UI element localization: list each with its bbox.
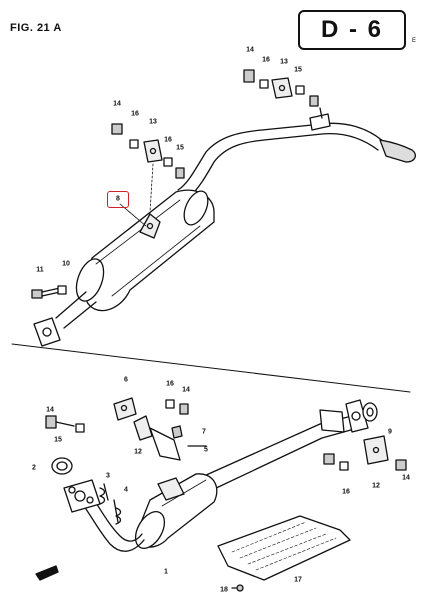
callout-label: 14 [46, 406, 54, 414]
callout-label: 16 [262, 56, 270, 64]
hanger-bracket-left [113, 397, 207, 461]
callout-label: 5 [204, 446, 208, 454]
hanger-bolt-left [31, 285, 67, 299]
callout-label: 12 [372, 482, 380, 490]
mount-stack-center [111, 123, 185, 227]
callout-label: 1 [164, 568, 168, 576]
callout-label: 16 [131, 110, 139, 118]
callout-label: 14 [246, 46, 254, 54]
side-mark: E [412, 38, 417, 44]
mount-stack-top-right [243, 69, 323, 119]
callout-label: 14 [182, 386, 190, 394]
callout-label: 13 [149, 118, 157, 126]
section-divider [11, 343, 411, 393]
tail-pipe [177, 113, 417, 199]
callout-label: 15 [54, 436, 62, 444]
highlight-box [107, 191, 129, 208]
heat-shield [217, 515, 351, 581]
bolt-18 [231, 584, 244, 592]
callout-label: 7 [202, 428, 206, 436]
callout-label: 16 [166, 380, 174, 388]
callout-label: 16 [164, 136, 172, 144]
mount-stack-lower-left [45, 415, 85, 433]
diagram-code-box: D - 6 [298, 10, 406, 50]
rear-muffler [75, 189, 215, 312]
callout-label: 15 [294, 66, 302, 74]
callout-label: 8 [116, 195, 120, 203]
figure-title: FIG. 21 A [10, 22, 62, 34]
callout-label: 12 [134, 448, 142, 456]
gasket-ring [51, 457, 73, 475]
callout-label: 15 [176, 144, 184, 152]
callout-label: 3 [106, 472, 110, 480]
callout-label: 2 [32, 464, 36, 472]
spring-bolts [99, 483, 122, 525]
callout-label: 17 [294, 576, 302, 584]
callout-label: 11 [36, 266, 44, 274]
callout-label: 9 [388, 428, 392, 436]
callout-label: 10 [62, 260, 70, 268]
callout-label: 16 [342, 488, 350, 496]
center-pipe-upper [33, 291, 97, 347]
callout-label: 6 [124, 376, 128, 384]
callout-label: 14 [113, 100, 121, 108]
callout-label: 14 [402, 474, 410, 482]
callout-label: 18 [220, 586, 228, 594]
mount-stack-lower-right [323, 402, 407, 471]
front-arrow-icon [35, 565, 59, 581]
callout-label: 13 [280, 58, 288, 66]
callout-label: 4 [124, 486, 128, 494]
catalytic-converter [134, 473, 218, 549]
center-pipe-lower [203, 399, 369, 491]
